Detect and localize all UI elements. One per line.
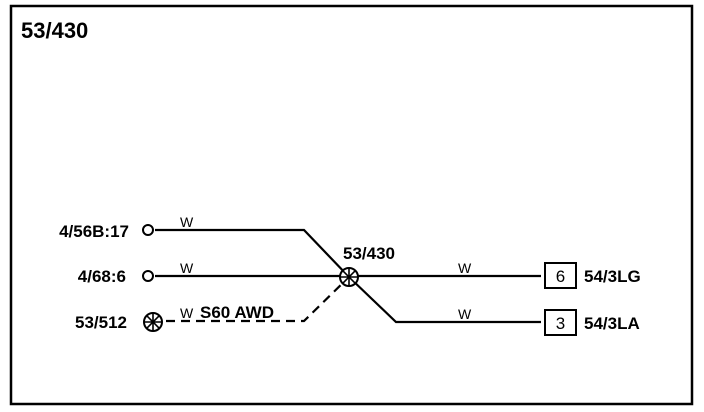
wire-color-label: W: [180, 305, 194, 321]
wire-53-512-dashed: [166, 276, 350, 323]
terminal-4-68-6: [142, 270, 154, 282]
splice-53-430-icon: [339, 267, 359, 287]
wire-color-label: W: [180, 214, 194, 230]
pin-box-3: [544, 309, 577, 336]
connector-label-54-3lg: 54/3LG: [584, 267, 641, 286]
pin-number: 3: [556, 314, 565, 333]
wire-option-note: S60 AWD: [200, 303, 274, 322]
diagram-frame: [9, 4, 694, 406]
diagram-title: 53/430: [21, 18, 88, 43]
splice-label: 53/430: [343, 244, 395, 263]
terminal-4-56b-17: [142, 224, 154, 236]
wire-color-label: W: [180, 260, 194, 276]
splice-53-512-icon: [143, 312, 163, 332]
pin-number: 6: [556, 267, 565, 286]
connector-label-54-3la: 54/3LA: [584, 314, 640, 333]
pin-box-6: [544, 262, 577, 289]
wire-color-label: W: [458, 260, 472, 276]
connector-label-4-56b-17: 4/56B:17: [59, 222, 129, 241]
connector-label-4-68-6: 4/68:6: [78, 267, 126, 286]
wire-color-label: W: [458, 306, 472, 322]
wire-54-3la: [348, 276, 541, 324]
wire-4-56b-17: [155, 228, 350, 278]
connector-label-53-512: 53/512: [75, 313, 127, 332]
